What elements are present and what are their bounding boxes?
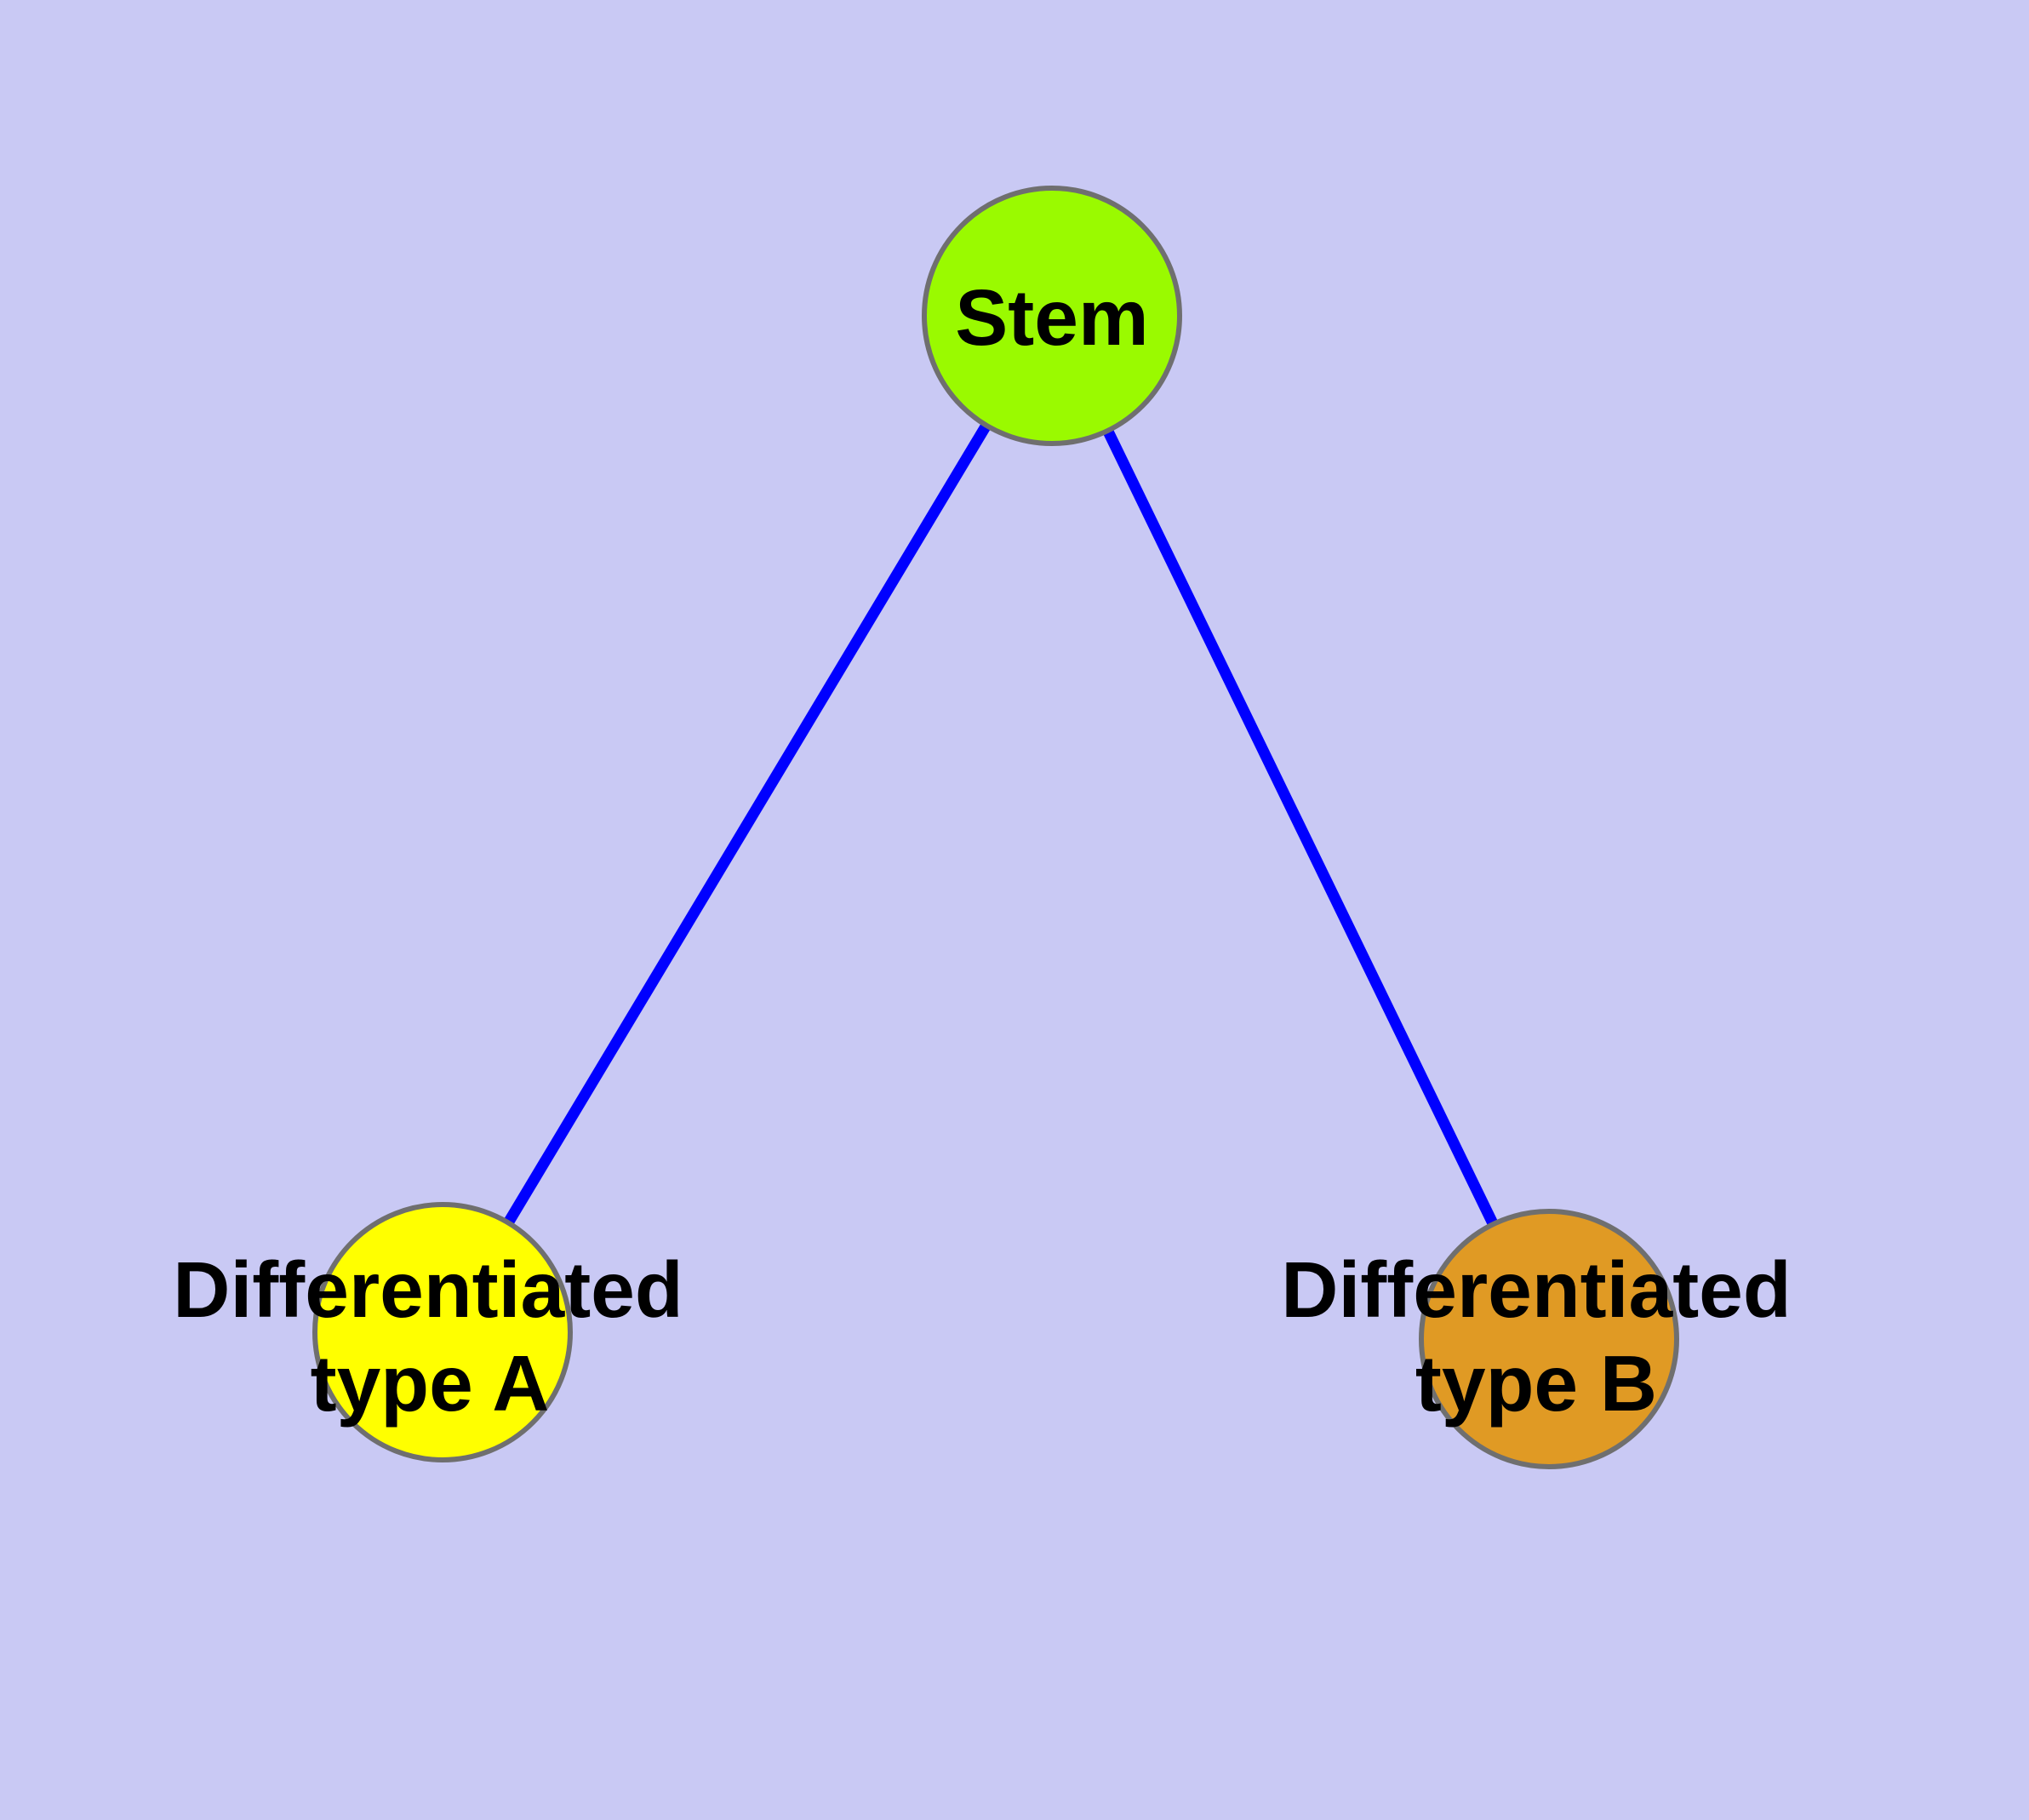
node-type-a-label-line1: Differentiated: [173, 1245, 683, 1334]
node-stem-label: Stem: [955, 273, 1148, 362]
edge-stem-to-type-b: [1046, 310, 1555, 1345]
node-type-a-circle: [312, 1202, 573, 1462]
node-type-b-label-line1: Differentiated: [1281, 1245, 1791, 1334]
node-type-b-label-line2: type B: [1415, 1339, 1657, 1428]
edge-stem-to-type-a: [437, 310, 1058, 1338]
node-type-b-circle: [1419, 1209, 1679, 1469]
node-type-a-label-line2: type A: [311, 1339, 550, 1428]
node-stem-circle: [922, 186, 1182, 446]
